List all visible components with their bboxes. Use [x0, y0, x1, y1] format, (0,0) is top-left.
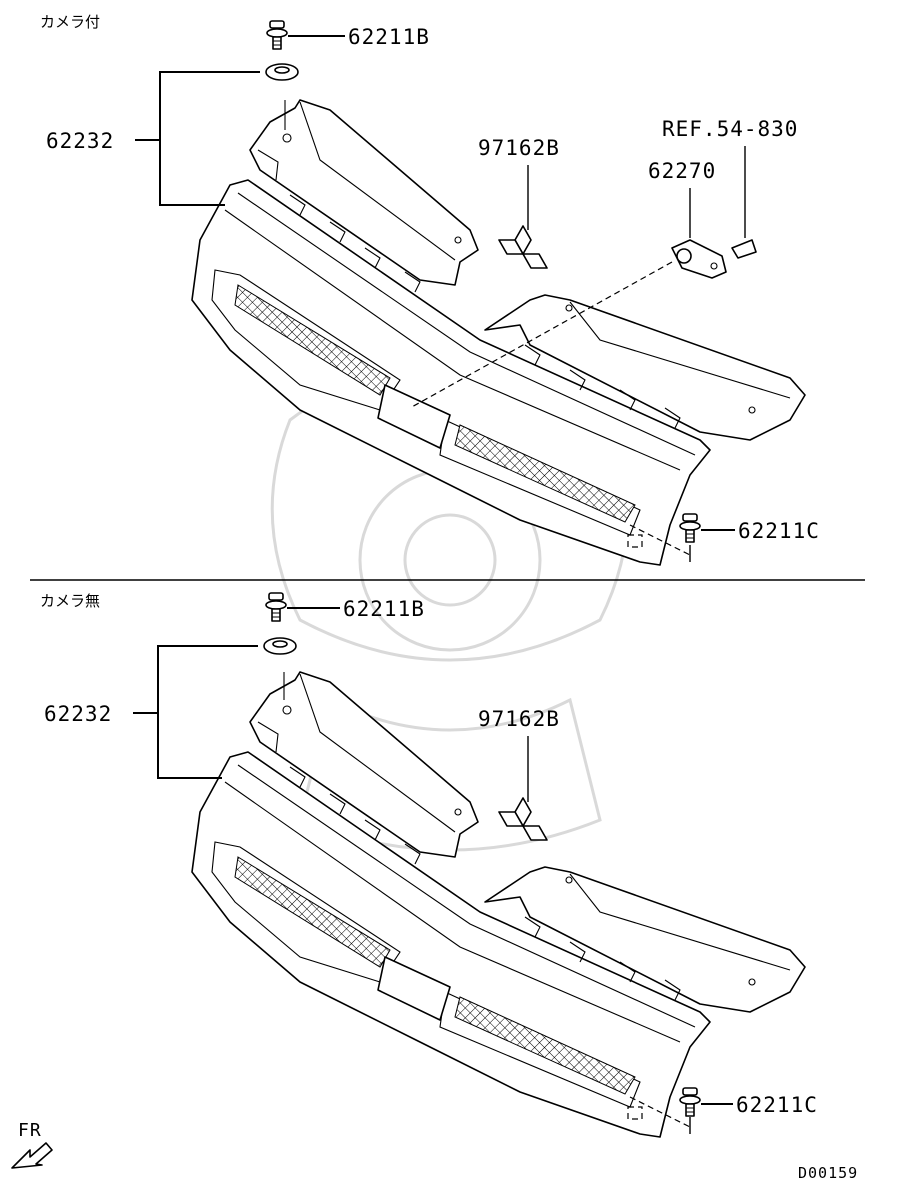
label-62232-top: 62232 — [46, 129, 114, 153]
label-ref-54-830: REF.54-830 — [662, 117, 798, 141]
reference-clip — [731, 239, 757, 259]
label-62211b-bottom: 62211B — [343, 597, 425, 621]
camera-62270 — [671, 239, 727, 279]
bolt-62211b-top — [266, 20, 288, 50]
washer-bottom — [263, 637, 297, 655]
label-62211c-top: 62211C — [738, 519, 820, 543]
bolt-62211c-bottom — [679, 1087, 701, 1117]
section-title-without-camera: カメラ無 — [40, 592, 100, 610]
label-97162b-bottom: 97162B — [478, 707, 560, 731]
front-arrow-icon — [11, 1142, 53, 1169]
bolt-62211c-top — [679, 513, 701, 543]
label-62211b-top: 62211B — [348, 25, 430, 49]
label-97162b-top: 97162B — [478, 136, 560, 160]
grille-assembly-bottom — [191, 671, 806, 1138]
section-title-with-camera: カメラ付 — [40, 13, 100, 31]
direction-label: FR — [18, 1120, 42, 1141]
label-62232-bottom: 62232 — [44, 702, 112, 726]
bolt-62211b-bottom — [265, 592, 287, 622]
emblem-97162b-top — [498, 225, 548, 269]
label-62270: 62270 — [648, 159, 716, 183]
label-62211c-bottom: 62211C — [736, 1093, 818, 1117]
washer-top — [265, 63, 299, 81]
diagram-code: D00159 — [798, 1164, 858, 1182]
emblem-97162b-bottom — [498, 797, 548, 841]
